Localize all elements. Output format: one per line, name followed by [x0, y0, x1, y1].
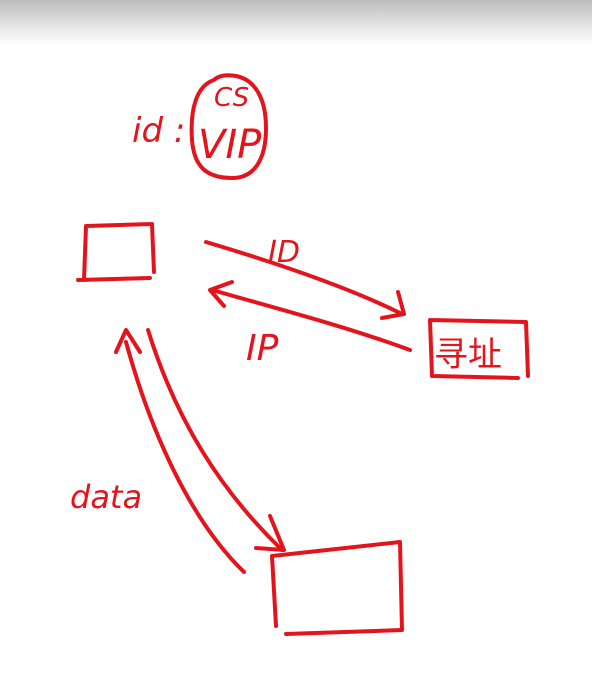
data-arrow-left-line [124, 340, 246, 574]
id-arrow-label: ID [268, 235, 300, 270]
id-label: id : [132, 111, 185, 151]
vip-label: VIP [198, 122, 262, 168]
top-shadow [0, 0, 592, 46]
vip-circle [189, 73, 268, 180]
client-box [76, 222, 156, 282]
data-arrow-up-head [114, 328, 142, 354]
data-arrow-label: data [70, 478, 142, 516]
address-box-label: 寻址 [434, 335, 502, 375]
address-box [428, 318, 530, 380]
data-arrow-down-head [254, 514, 286, 552]
id-arrow-line [204, 240, 404, 316]
ip-arrow-line [210, 288, 412, 352]
ip-arrow-label: IP [246, 328, 279, 369]
data-arrow-right-line [146, 328, 284, 552]
server-box [270, 540, 404, 636]
ip-arrow-head [208, 280, 234, 308]
id-arrow-head [380, 290, 406, 320]
cs-label: CS [214, 83, 249, 113]
